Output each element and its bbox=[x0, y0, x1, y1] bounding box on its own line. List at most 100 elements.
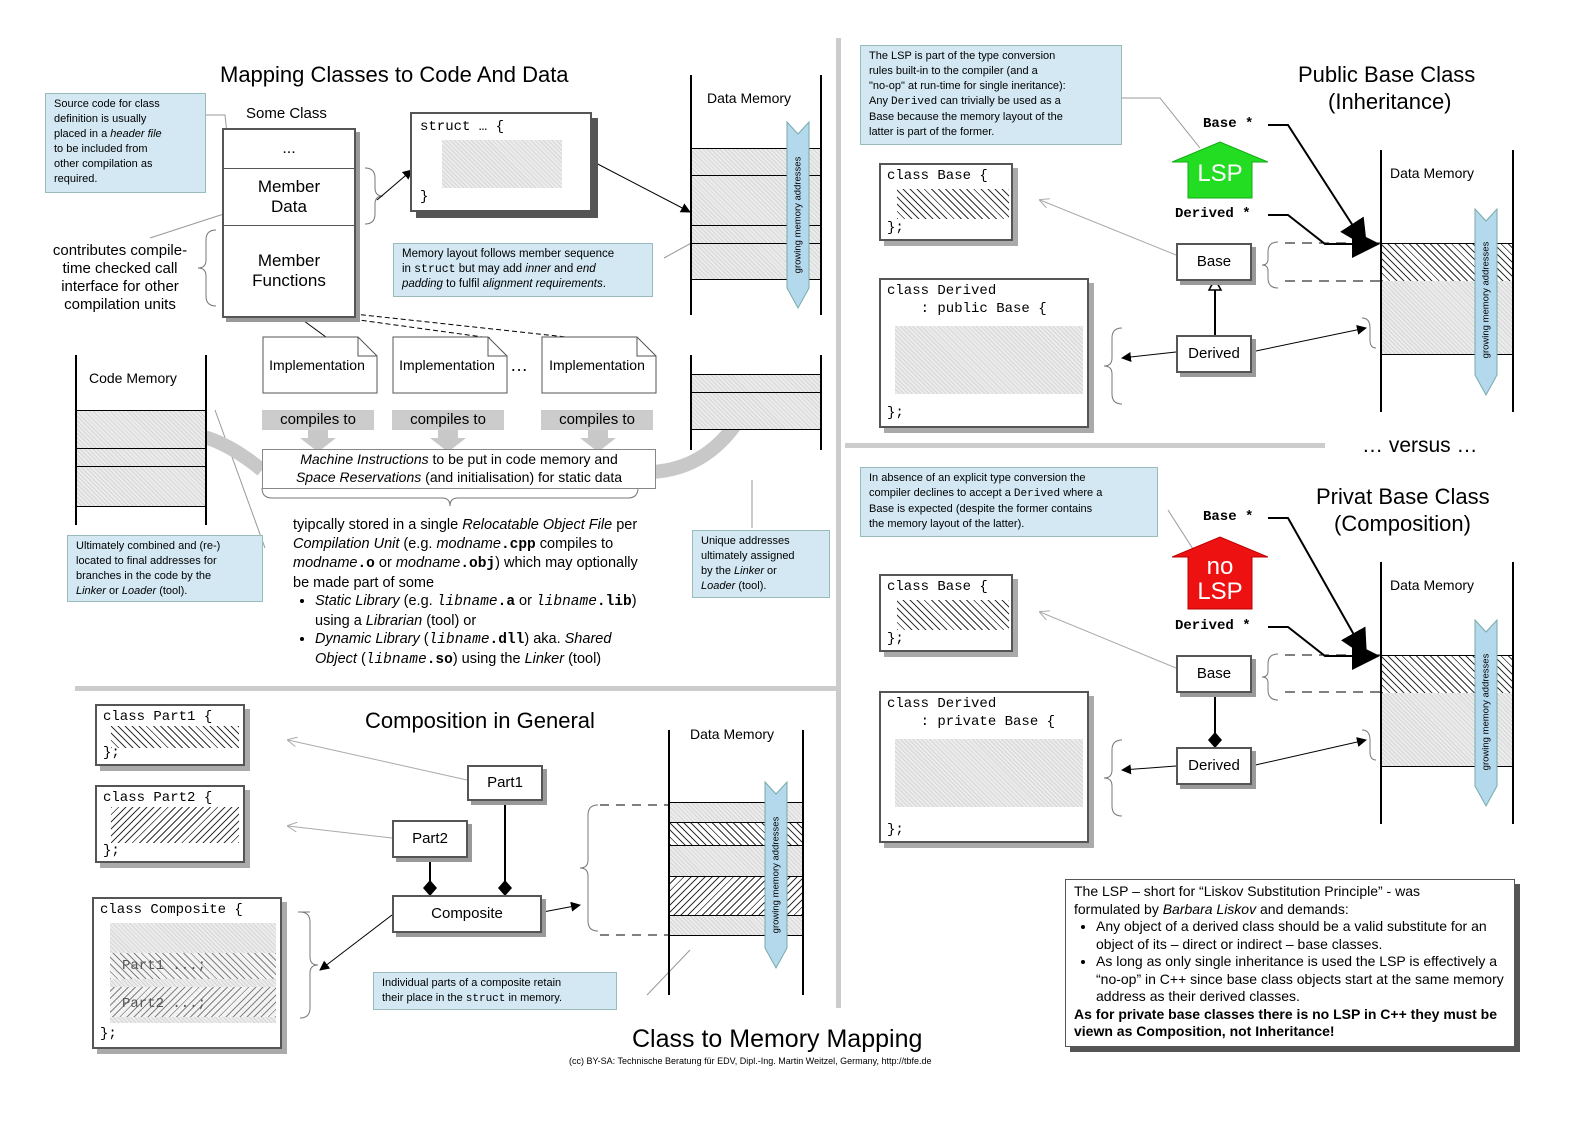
public-base-code-open: class Base { bbox=[887, 168, 988, 184]
private-base-ptr: Base * bbox=[1203, 509, 1254, 525]
data-memory-left-line bbox=[690, 75, 692, 315]
class-row-member-data: Member Data bbox=[224, 169, 354, 226]
composite-code-box: class Composite { Part1 ...; Part2 ...; … bbox=[92, 897, 282, 1049]
part1-code-box: class Part1 { }; bbox=[95, 704, 245, 766]
compiles-arrow-3 bbox=[580, 430, 616, 452]
composition-brace bbox=[579, 804, 599, 932]
code-memory-label: Code Memory bbox=[89, 370, 177, 386]
private-uml-derived: Derived bbox=[1176, 747, 1252, 785]
note-lsp-public: The LSP is part of the type conversion r… bbox=[860, 45, 1122, 145]
public-derived-fill bbox=[895, 326, 1083, 394]
struct-members bbox=[442, 140, 562, 188]
growing-label-1: growing memory addresses bbox=[792, 156, 804, 274]
lsp-bullet-1: Any object of a derived class should be … bbox=[1096, 918, 1506, 953]
part2-code-open: class Part2 { bbox=[103, 790, 213, 806]
static-library-bullet: Static Library (e.g. libname.a or libnam… bbox=[315, 592, 693, 630]
composite-part2-member: Part2 ...; bbox=[122, 996, 207, 1012]
growing-arrow-1 bbox=[786, 120, 810, 310]
public-derived-ptr: Derived * bbox=[1175, 206, 1251, 222]
lsp-line-1: The LSP – short for “Liskov Substitution… bbox=[1074, 883, 1421, 899]
private-title-2: (Composition) bbox=[1334, 511, 1471, 536]
stored-text: tyipcally stored in a single Relocatable… bbox=[293, 516, 693, 669]
lsp-arrow-icon bbox=[1172, 141, 1268, 199]
machine-instructions-box: Machine Instructions to be put in code m… bbox=[262, 449, 656, 489]
main-title: Class to Memory Mapping bbox=[632, 1025, 923, 1053]
struct-close: } bbox=[420, 189, 429, 205]
note-source-code: Source code for class definition is usua… bbox=[45, 93, 206, 193]
composite-code-close: }; bbox=[100, 1026, 117, 1042]
composite-part1-fill bbox=[110, 953, 276, 979]
implementation-label-3: Implementation bbox=[549, 357, 645, 373]
part2-code-fill bbox=[111, 807, 239, 843]
data-memory-divider bbox=[692, 175, 820, 176]
no-lsp-label: LSP bbox=[1197, 578, 1243, 605]
arrow-struct-to-memory bbox=[589, 159, 691, 213]
some-class-box: ... Member Data Member Functions bbox=[222, 128, 356, 318]
lsp-bullet-2: As long as only single inheritance is us… bbox=[1096, 953, 1506, 1006]
private-title-1: Privat Base Class bbox=[1316, 484, 1490, 509]
private-derived-ptr: Derived * bbox=[1175, 618, 1251, 634]
part1-code-open: class Part1 { bbox=[103, 709, 213, 725]
class-row-ellipsis: ... bbox=[224, 130, 354, 169]
private-derived-code-1: class Derived bbox=[887, 696, 997, 712]
growing-label-3: growing memory addresses bbox=[1480, 241, 1492, 359]
note-memory-layout: Memory layout follows member sequence in… bbox=[393, 243, 653, 297]
mapping-title: Mapping Classes to Code And Data bbox=[220, 62, 569, 87]
composite-code-open: class Composite { bbox=[100, 902, 243, 918]
composition-memory-right-line bbox=[802, 730, 804, 995]
compiles-to-1: compiles to bbox=[262, 410, 374, 430]
composite-brace bbox=[299, 911, 319, 1019]
static-memory-block bbox=[692, 374, 820, 430]
separator-vertical bbox=[836, 38, 841, 1008]
implementation-doc-3 bbox=[541, 336, 657, 394]
copyright: (cc) BY-SA: Technische Beratung für EDV,… bbox=[569, 1056, 932, 1066]
private-derived-code-box: class Derived : private Base { }; bbox=[879, 691, 1089, 843]
uml-part1: Part1 bbox=[467, 765, 543, 801]
growing-label-2: growing memory addresses bbox=[770, 816, 782, 934]
contributes-text: contributes compile-time checked call in… bbox=[52, 242, 188, 313]
public-title-2: (Inheritance) bbox=[1328, 89, 1452, 114]
member-data-brace bbox=[364, 167, 384, 225]
note-linker: Ultimately combined and (re-) located to… bbox=[67, 535, 263, 602]
part1-code-fill bbox=[111, 726, 239, 748]
implementation-label-2: Implementation bbox=[399, 357, 495, 373]
compile-brace bbox=[261, 487, 639, 507]
struct-box: struct … { } bbox=[410, 112, 592, 212]
uml-part2: Part2 bbox=[392, 820, 468, 858]
class-brace bbox=[197, 229, 217, 307]
public-data-memory-label: Data Memory bbox=[1390, 165, 1475, 181]
growing-label-4: growing memory addresses bbox=[1480, 653, 1492, 771]
data-memory-divider bbox=[692, 225, 820, 226]
private-base-fill bbox=[897, 600, 1009, 630]
public-uml-derived: Derived bbox=[1176, 335, 1252, 373]
code-memory-block bbox=[77, 410, 205, 507]
contributes-pointer bbox=[149, 209, 237, 239]
dashed-impl-3 bbox=[344, 312, 641, 346]
compiles-to-2: compiles to bbox=[392, 410, 504, 430]
public-base-fill bbox=[897, 189, 1009, 219]
implementation-label-1: Implementation bbox=[269, 357, 365, 373]
data-memory-divider bbox=[692, 243, 820, 244]
implementation-ellipsis: … bbox=[510, 355, 528, 375]
compiles-to-3: compiles to bbox=[541, 410, 653, 430]
lsp-bold-statement: As for private base classes there is no … bbox=[1074, 1005, 1498, 1040]
implementation-doc-2 bbox=[392, 336, 508, 394]
part2-code-close: }; bbox=[103, 843, 120, 859]
note-no-lsp-private: In absence of an explicit type conversio… bbox=[860, 467, 1158, 537]
private-base-close: }; bbox=[887, 631, 904, 647]
static-memory-left-line bbox=[690, 355, 692, 450]
public-uml-base: Base bbox=[1176, 243, 1252, 281]
public-title-1: Public Base Class bbox=[1298, 62, 1476, 87]
note-composite-parts: Individual parts of a composite retain t… bbox=[373, 972, 617, 1010]
growing-arrow-4 bbox=[1474, 618, 1498, 808]
separator-right-horizontal bbox=[845, 443, 1325, 448]
uml-composite: Composite bbox=[392, 895, 542, 933]
class-row-member-functions: Member Functions bbox=[252, 251, 326, 290]
part2-code-box: class Part2 { }; bbox=[95, 785, 245, 863]
composition-title: Composition in General bbox=[365, 708, 595, 733]
public-memory-left-line bbox=[1380, 150, 1382, 412]
implementation-doc-1 bbox=[262, 336, 378, 394]
data-memory-label: Data Memory bbox=[707, 90, 792, 106]
dynamic-library-bullet: Dynamic Library (libname.dll) aka. Share… bbox=[315, 630, 693, 669]
note-unique-addresses: Unique addresses ultimately assigned by … bbox=[692, 530, 830, 598]
